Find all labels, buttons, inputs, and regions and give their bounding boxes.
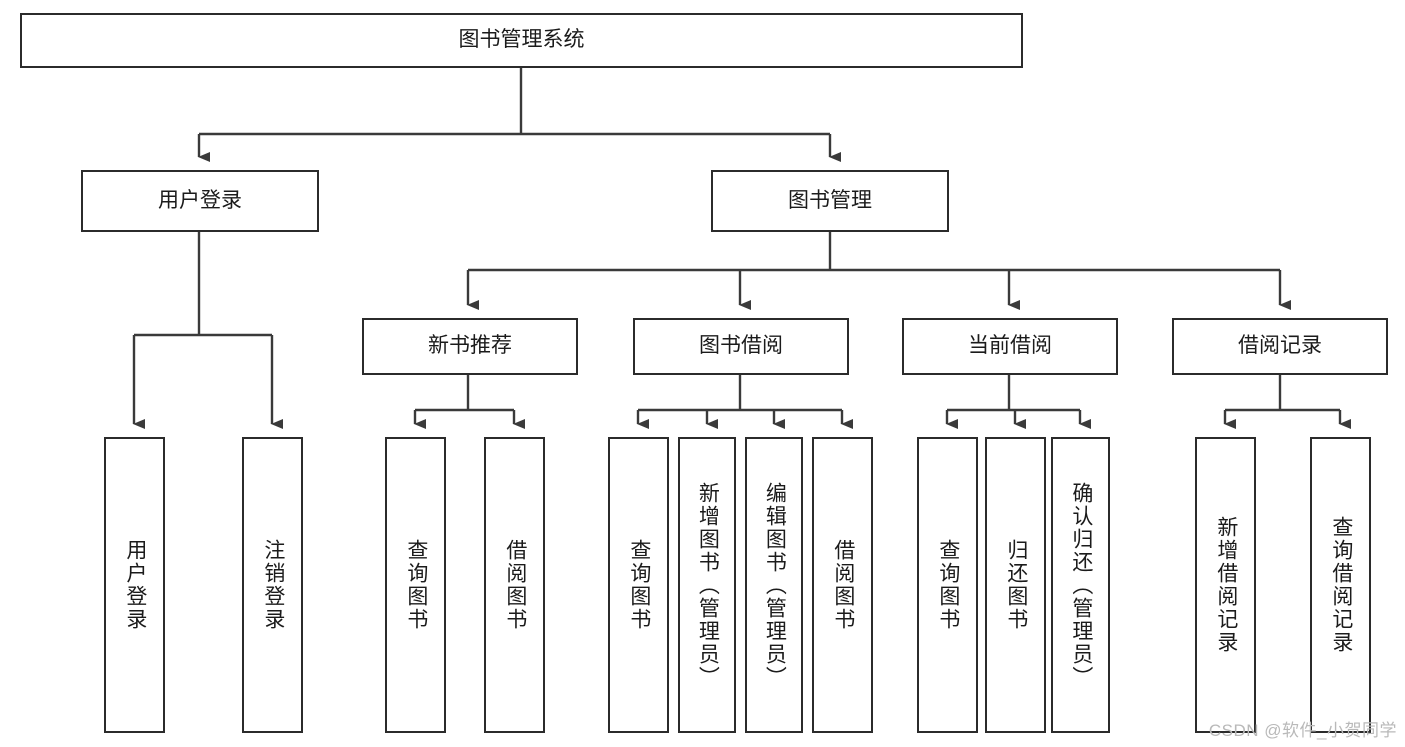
leaf-borrow-book-rec[interactable]: 借阅图书 [484, 437, 545, 733]
leaf-query-book-c-label: 查询图书 [936, 539, 960, 631]
leaf-edit-book-admin[interactable]: 编辑图书（管理员） [745, 437, 803, 733]
node-current-borrow-label: 当前借阅 [968, 334, 1052, 358]
node-borrow-record-label: 借阅记录 [1238, 334, 1322, 358]
node-root[interactable]: 图书管理系统 [20, 13, 1023, 68]
node-root-label: 图书管理系统 [458, 28, 585, 52]
leaf-return-book-label: 归还图书 [1004, 539, 1028, 631]
node-current-borrow[interactable]: 当前借阅 [902, 318, 1118, 375]
node-new-book-rec[interactable]: 新书推荐 [362, 318, 578, 375]
leaf-query-borrow-record[interactable]: 查询借阅记录 [1310, 437, 1371, 733]
leaf-logout[interactable]: 注销登录 [242, 437, 303, 733]
node-book-manage[interactable]: 图书管理 [711, 170, 949, 232]
leaf-query-book-b-label: 查询图书 [627, 539, 651, 631]
leaf-query-book-b[interactable]: 查询图书 [608, 437, 669, 733]
node-book-borrow[interactable]: 图书借阅 [633, 318, 849, 375]
node-new-book-rec-label: 新书推荐 [428, 334, 512, 358]
leaf-return-book[interactable]: 归还图书 [985, 437, 1046, 733]
leaf-borrow-book-b[interactable]: 借阅图书 [812, 437, 873, 733]
leaf-query-book-c[interactable]: 查询图书 [917, 437, 978, 733]
node-book-manage-label: 图书管理 [788, 188, 872, 212]
leaf-borrow-book-b-label: 借阅图书 [831, 539, 855, 631]
leaf-user-login[interactable]: 用户登录 [104, 437, 165, 733]
csdn-watermark: CSDN @软件_小贺同学 [1208, 721, 1397, 740]
node-borrow-record[interactable]: 借阅记录 [1172, 318, 1388, 375]
leaf-confirm-return-admin[interactable]: 确认归还（管理员） [1051, 437, 1110, 733]
leaf-user-login-label: 用户登录 [123, 539, 147, 631]
leaf-edit-book-admin-label: 编辑图书（管理员） [763, 481, 787, 689]
leaf-query-borrow-record-label: 查询借阅记录 [1329, 516, 1353, 654]
node-book-borrow-label: 图书借阅 [699, 334, 783, 358]
leaf-add-book-admin-label: 新增图书（管理员） [696, 481, 720, 689]
leaf-add-borrow-record[interactable]: 新增借阅记录 [1195, 437, 1256, 733]
leaf-add-book-admin[interactable]: 新增图书（管理员） [678, 437, 736, 733]
leaf-confirm-return-admin-label: 确认归还（管理员） [1069, 481, 1093, 689]
node-user-login[interactable]: 用户登录 [81, 170, 319, 232]
leaf-query-book-rec[interactable]: 查询图书 [385, 437, 446, 733]
leaf-borrow-book-rec-label: 借阅图书 [503, 539, 527, 631]
leaf-logout-label: 注销登录 [261, 539, 285, 631]
leaf-add-borrow-record-label: 新增借阅记录 [1214, 516, 1238, 654]
leaf-query-book-rec-label: 查询图书 [404, 539, 428, 631]
node-user-login-label: 用户登录 [158, 188, 242, 212]
